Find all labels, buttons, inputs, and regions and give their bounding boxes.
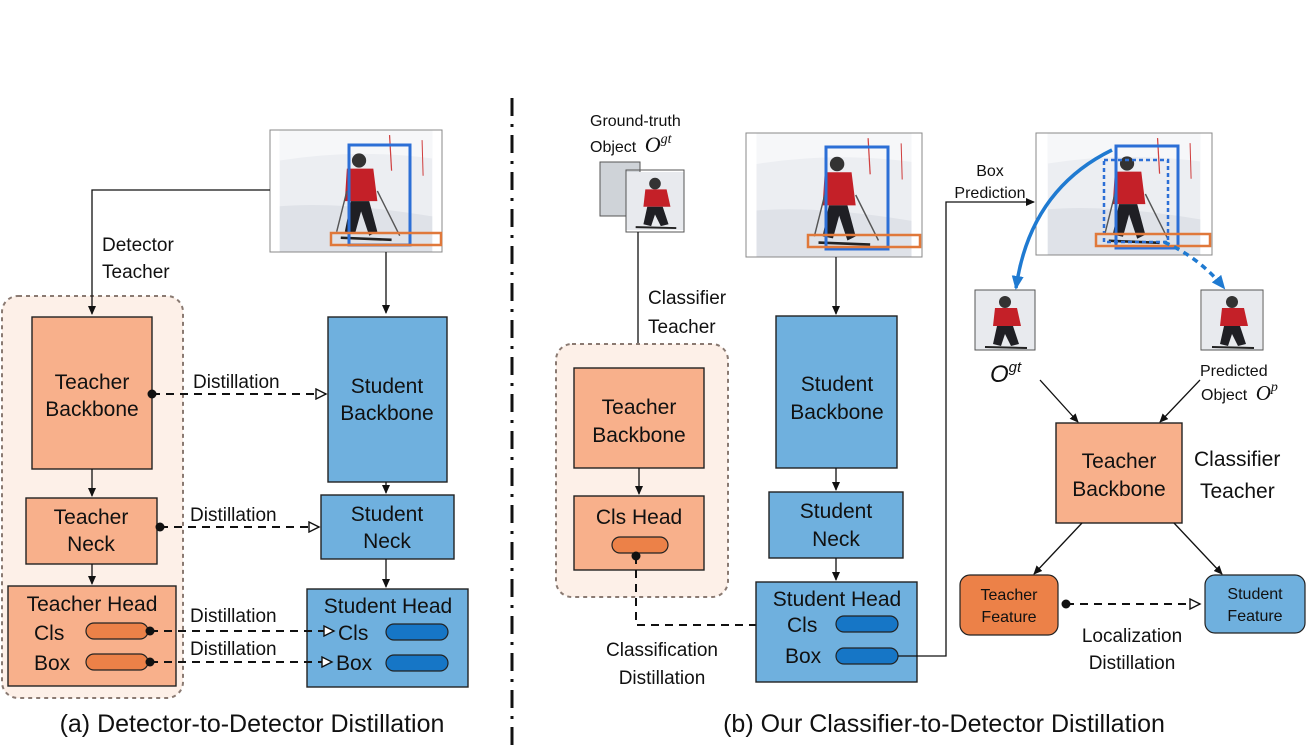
left-teacher-neck-l1: Teacher (54, 506, 129, 529)
student-feature-box (1204, 574, 1306, 634)
left-caption: (a) Detector-to-Detector Distillation (60, 710, 445, 738)
left-image-to-teacher-arrow (88, 189, 270, 315)
gt-object-label-2: Object Ogt (590, 132, 673, 157)
left-student-backbone-l2: Backbone (340, 402, 433, 425)
left-teacher-box-pill (85, 653, 149, 671)
student-feature-l1: Student (1227, 586, 1283, 603)
left-panel: Detector Teacher Teacher Backbone Teache… (1, 129, 469, 738)
classification-distill-l2: Distillation (619, 668, 706, 689)
right-teacher-backbone-2-l1: Teacher (1082, 450, 1157, 473)
localization-distill-l1: Localization (1082, 626, 1182, 647)
o-gt-label: Ogt (990, 359, 1022, 388)
left-student-backbone-l1: Student (351, 375, 424, 398)
teacher-to-sfeature-arrow (1173, 522, 1223, 575)
predicted-object-l1: Predicted (1200, 363, 1268, 380)
left-student-head-cls: Cls (338, 622, 368, 645)
detector-teacher-label-1: Detector (102, 235, 174, 256)
right-teacher-backbone-2-l2: Backbone (1072, 478, 1165, 501)
o-gt-symbol: O (990, 361, 1009, 388)
pred-crop-blue-arrow (1163, 240, 1226, 290)
left-cls-distill-label: Distillation (190, 606, 277, 627)
predicted-object-sup: p (1270, 380, 1278, 395)
left-input-image (269, 129, 443, 253)
left-student-neck-l2: Neck (363, 530, 411, 553)
gt-object-symbol: O (645, 132, 661, 157)
right-prediction-image (1035, 132, 1213, 256)
teacher-feature-box (959, 574, 1059, 636)
box-prediction-l2: Prediction (954, 185, 1025, 202)
teacher-feature-l1: Teacher (981, 587, 1039, 604)
left-student-backbone (327, 316, 448, 483)
right-student-neck-l2: Neck (812, 528, 860, 551)
predicted-object-l2: Object Op (1201, 380, 1278, 405)
right-student-neck-l1: Student (800, 500, 873, 523)
left-teacher-neck (25, 497, 158, 565)
classifier-teacher-edge-1: Classifier (648, 288, 727, 309)
box-prediction-arrow (898, 198, 1035, 657)
left-teacher-head-cls: Cls (34, 622, 64, 645)
right-teacher-backbone-2 (1055, 422, 1183, 524)
left-backbone-distill-label: Distillation (193, 372, 280, 393)
ski-bounding-box (329, 231, 443, 247)
classifier-teacher-edge-2: Teacher (648, 317, 716, 338)
o-gt-sup: gt (1009, 359, 1022, 376)
right-student-backbone-l1: Student (801, 373, 874, 396)
left-box-distill-label: Distillation (190, 639, 277, 660)
gt-crop-blue-arrow (1011, 148, 1113, 290)
teacher-feature-l2: Feature (981, 609, 1036, 626)
classification-distill-l1: Classification (606, 640, 718, 661)
left-teacher-head-box: Box (34, 652, 71, 675)
student-feature-l2: Feature (1227, 608, 1282, 625)
o-gt-crop (974, 289, 1036, 351)
box-prediction-l1: Box (976, 163, 1004, 180)
left-neck-distill-label: Distillation (190, 505, 277, 526)
teacher-to-tfeature-arrow (1033, 522, 1083, 575)
right-caption: (b) Our Classifier-to-Detector Distillat… (723, 710, 1165, 738)
left-student-neck-l1: Student (351, 503, 424, 526)
right-student-backbone-l2: Backbone (790, 401, 883, 424)
gt-object-sup: gt (661, 132, 673, 147)
classifier-teacher-label-2: Teacher (1200, 480, 1275, 503)
predicted-object-symbol: O (1256, 381, 1271, 405)
o-gt-to-teacher-arrow (1039, 379, 1079, 423)
left-student-head-title: Student Head (324, 595, 452, 618)
localization-distill-l2: Distillation (1089, 653, 1176, 674)
right-input-image (745, 132, 923, 258)
left-teacher-head-title: Teacher Head (27, 593, 158, 616)
right-student-box-pill (835, 647, 899, 665)
gt-object-word: Object (590, 139, 637, 156)
predicted-box-dashed (1102, 158, 1170, 244)
right-cls-head-pill (611, 536, 669, 554)
right-teacher-backbone (573, 367, 705, 469)
detector-teacher-label-2: Teacher (102, 262, 170, 283)
o-pred-to-teacher-arrow (1159, 379, 1201, 423)
left-teacher-backbone-l1: Teacher (55, 371, 130, 394)
left-student-neck (320, 494, 455, 560)
left-student-box-pill (385, 654, 449, 672)
o-pred-crop (1200, 289, 1264, 351)
right-student-cls-pill (835, 615, 899, 633)
right-panel: Ground-truth Object Ogt Classifier Teach… (555, 113, 1306, 738)
gt-crop-stack (599, 161, 685, 233)
right-cls-head-label: Cls Head (596, 506, 682, 529)
right-teacher-backbone-l1: Teacher (602, 396, 677, 419)
classifier-teacher-label-1: Classifier (1194, 448, 1280, 471)
right-student-head-box: Box (785, 645, 822, 668)
left-teacher-neck-l2: Neck (67, 533, 115, 556)
gt-object-label-1: Ground-truth (590, 113, 681, 130)
predicted-object-word: Object (1201, 387, 1248, 404)
right-student-backbone (775, 315, 898, 469)
left-student-cls-pill (385, 623, 449, 641)
right-teacher-backbone-l2: Backbone (592, 424, 685, 447)
left-student-head-box: Box (336, 652, 373, 675)
right-student-head-cls: Cls (787, 614, 817, 637)
right-student-head-title: Student Head (773, 588, 901, 611)
left-teacher-backbone-l2: Backbone (45, 398, 138, 421)
left-teacher-cls-pill (85, 622, 149, 640)
